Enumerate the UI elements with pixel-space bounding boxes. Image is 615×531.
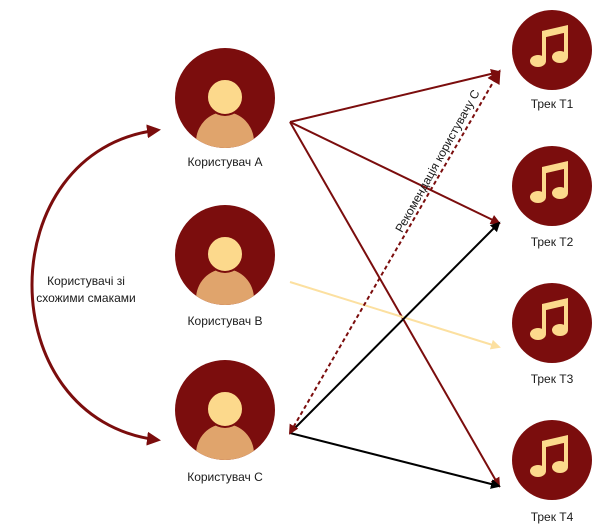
- track-label-t2: Трек Т2: [531, 235, 574, 249]
- user-label-b: Користувач В: [188, 314, 263, 328]
- track-label-t4: Трек Т4: [531, 510, 574, 524]
- track-label-t3: Трек Т3: [531, 372, 574, 386]
- user-label-c: Користувач С: [187, 470, 263, 484]
- track-node-t4: [512, 420, 592, 500]
- music-note-icon: [530, 161, 568, 203]
- track-node-t1: [512, 10, 592, 90]
- edge-user-c-t4: [289, 432, 501, 489]
- edge-user-c-t2: [289, 221, 501, 434]
- edge-user-a-t2: [289, 121, 501, 225]
- music-note-icon: [530, 435, 568, 477]
- user-node-b: [175, 205, 275, 305]
- similar-tastes-label-line2: схожими смаками: [36, 291, 136, 305]
- track-node-t3: [512, 283, 592, 363]
- edge-user-b-t3: [289, 281, 501, 350]
- user-label-a: Користувач А: [188, 155, 263, 169]
- music-note-icon: [530, 25, 568, 67]
- similar-tastes-label-line1: Користувачі зі: [47, 274, 125, 288]
- track-label-t1: Трек Т1: [531, 97, 574, 111]
- similar-tastes-arrow: [30, 124, 161, 446]
- recommendation-edge: [288, 69, 501, 435]
- user-avatar-icon: [196, 78, 254, 148]
- user-avatar-icon: [196, 235, 254, 305]
- track-node-t2: [512, 146, 592, 226]
- user-avatar-icon: [196, 390, 254, 460]
- user-node-a: [175, 48, 275, 148]
- edge-user-a-t4: [289, 121, 500, 488]
- recommendation-label: Рекомендація користувачу С: [392, 87, 482, 235]
- music-note-icon: [530, 298, 568, 340]
- user-node-c: [175, 360, 275, 460]
